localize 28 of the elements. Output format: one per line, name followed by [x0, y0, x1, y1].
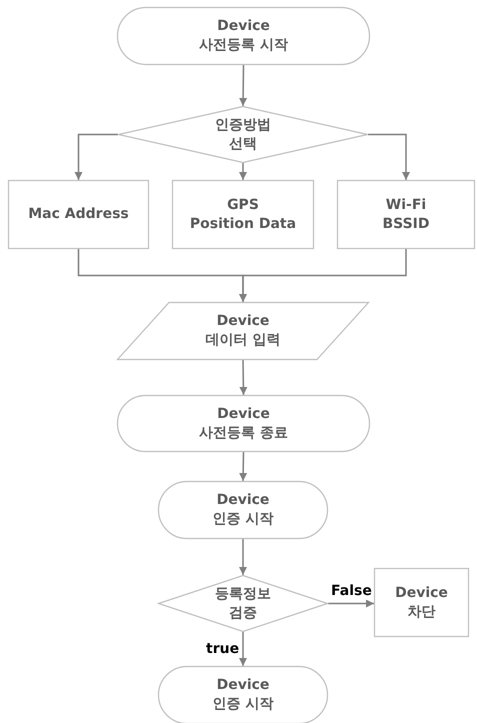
- node-label: Device 사전등록 종료: [199, 404, 288, 442]
- arrow: [239, 452, 248, 482]
- node-label: Wi-Fi BSSID: [382, 196, 430, 234]
- arrow: [239, 539, 247, 575]
- arrow: [328, 600, 374, 608]
- node-label: Device 데이터 입력: [206, 312, 280, 350]
- process-box: [374, 568, 469, 637]
- input-parallelogram: [117, 302, 369, 360]
- arrow: [74, 134, 118, 180]
- node-label: GPS Position Data: [190, 196, 296, 234]
- arrow: [239, 632, 247, 666]
- node-label: Device 사전등록 시작: [199, 17, 288, 55]
- node-label: Device 차단: [395, 584, 448, 622]
- arrow: [239, 163, 247, 180]
- decision-diamond: [158, 575, 328, 632]
- process-box: [8, 180, 149, 249]
- node-label: Mac Address: [28, 205, 129, 224]
- node-label: 인증방법 선택: [215, 116, 271, 154]
- arrow: [239, 360, 248, 396]
- process-box: [172, 180, 314, 249]
- arrow: [368, 134, 410, 180]
- node-label: Device 인증 시작: [212, 491, 274, 529]
- node-label: 등록정보 검증: [215, 584, 271, 622]
- arrow: [239, 249, 407, 302]
- decision-diamond: [118, 106, 368, 163]
- process-box: [337, 180, 475, 249]
- node-label: Device 인증 시작: [212, 676, 274, 714]
- arrow: [239, 64, 248, 106]
